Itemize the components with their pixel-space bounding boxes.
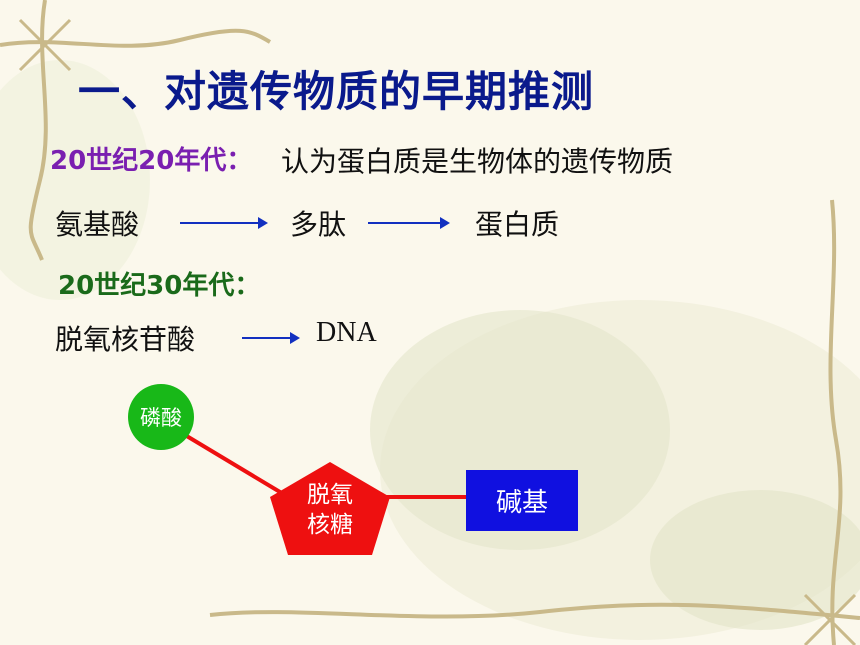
- era-1920s-text: 认为蛋白质是生物体的遗传物质: [281, 145, 674, 178]
- arrow-icon: [242, 332, 300, 344]
- amino-acid-text: 氨基酸: [55, 208, 140, 241]
- era-1920s-label: 20世纪20年代：: [50, 146, 253, 176]
- deoxyribose-label: 脱氧 核糖: [280, 480, 380, 540]
- dna-text: DNA: [316, 317, 377, 348]
- deoxynucleotide-text: 脱氧核苷酸: [55, 323, 196, 356]
- arrow-icon: [180, 217, 268, 229]
- polypeptide-text: 多肽: [290, 208, 347, 241]
- arrow-icon: [368, 217, 450, 229]
- era-1930s-label: 20世纪30年代：: [58, 271, 261, 301]
- deoxyribose-label-line1: 脱氧: [307, 482, 353, 508]
- deoxyribose-label-line2: 核糖: [307, 512, 353, 538]
- base-node: 碱基: [466, 470, 578, 531]
- deoxyribose-pentagon: [270, 462, 390, 555]
- phosphate-node: 磷酸: [128, 384, 194, 450]
- slide-title: 一、对遗传物质的早期推测: [78, 67, 595, 116]
- protein-text: 蛋白质: [475, 208, 560, 241]
- phosphate-sugar-bond: [183, 433, 287, 497]
